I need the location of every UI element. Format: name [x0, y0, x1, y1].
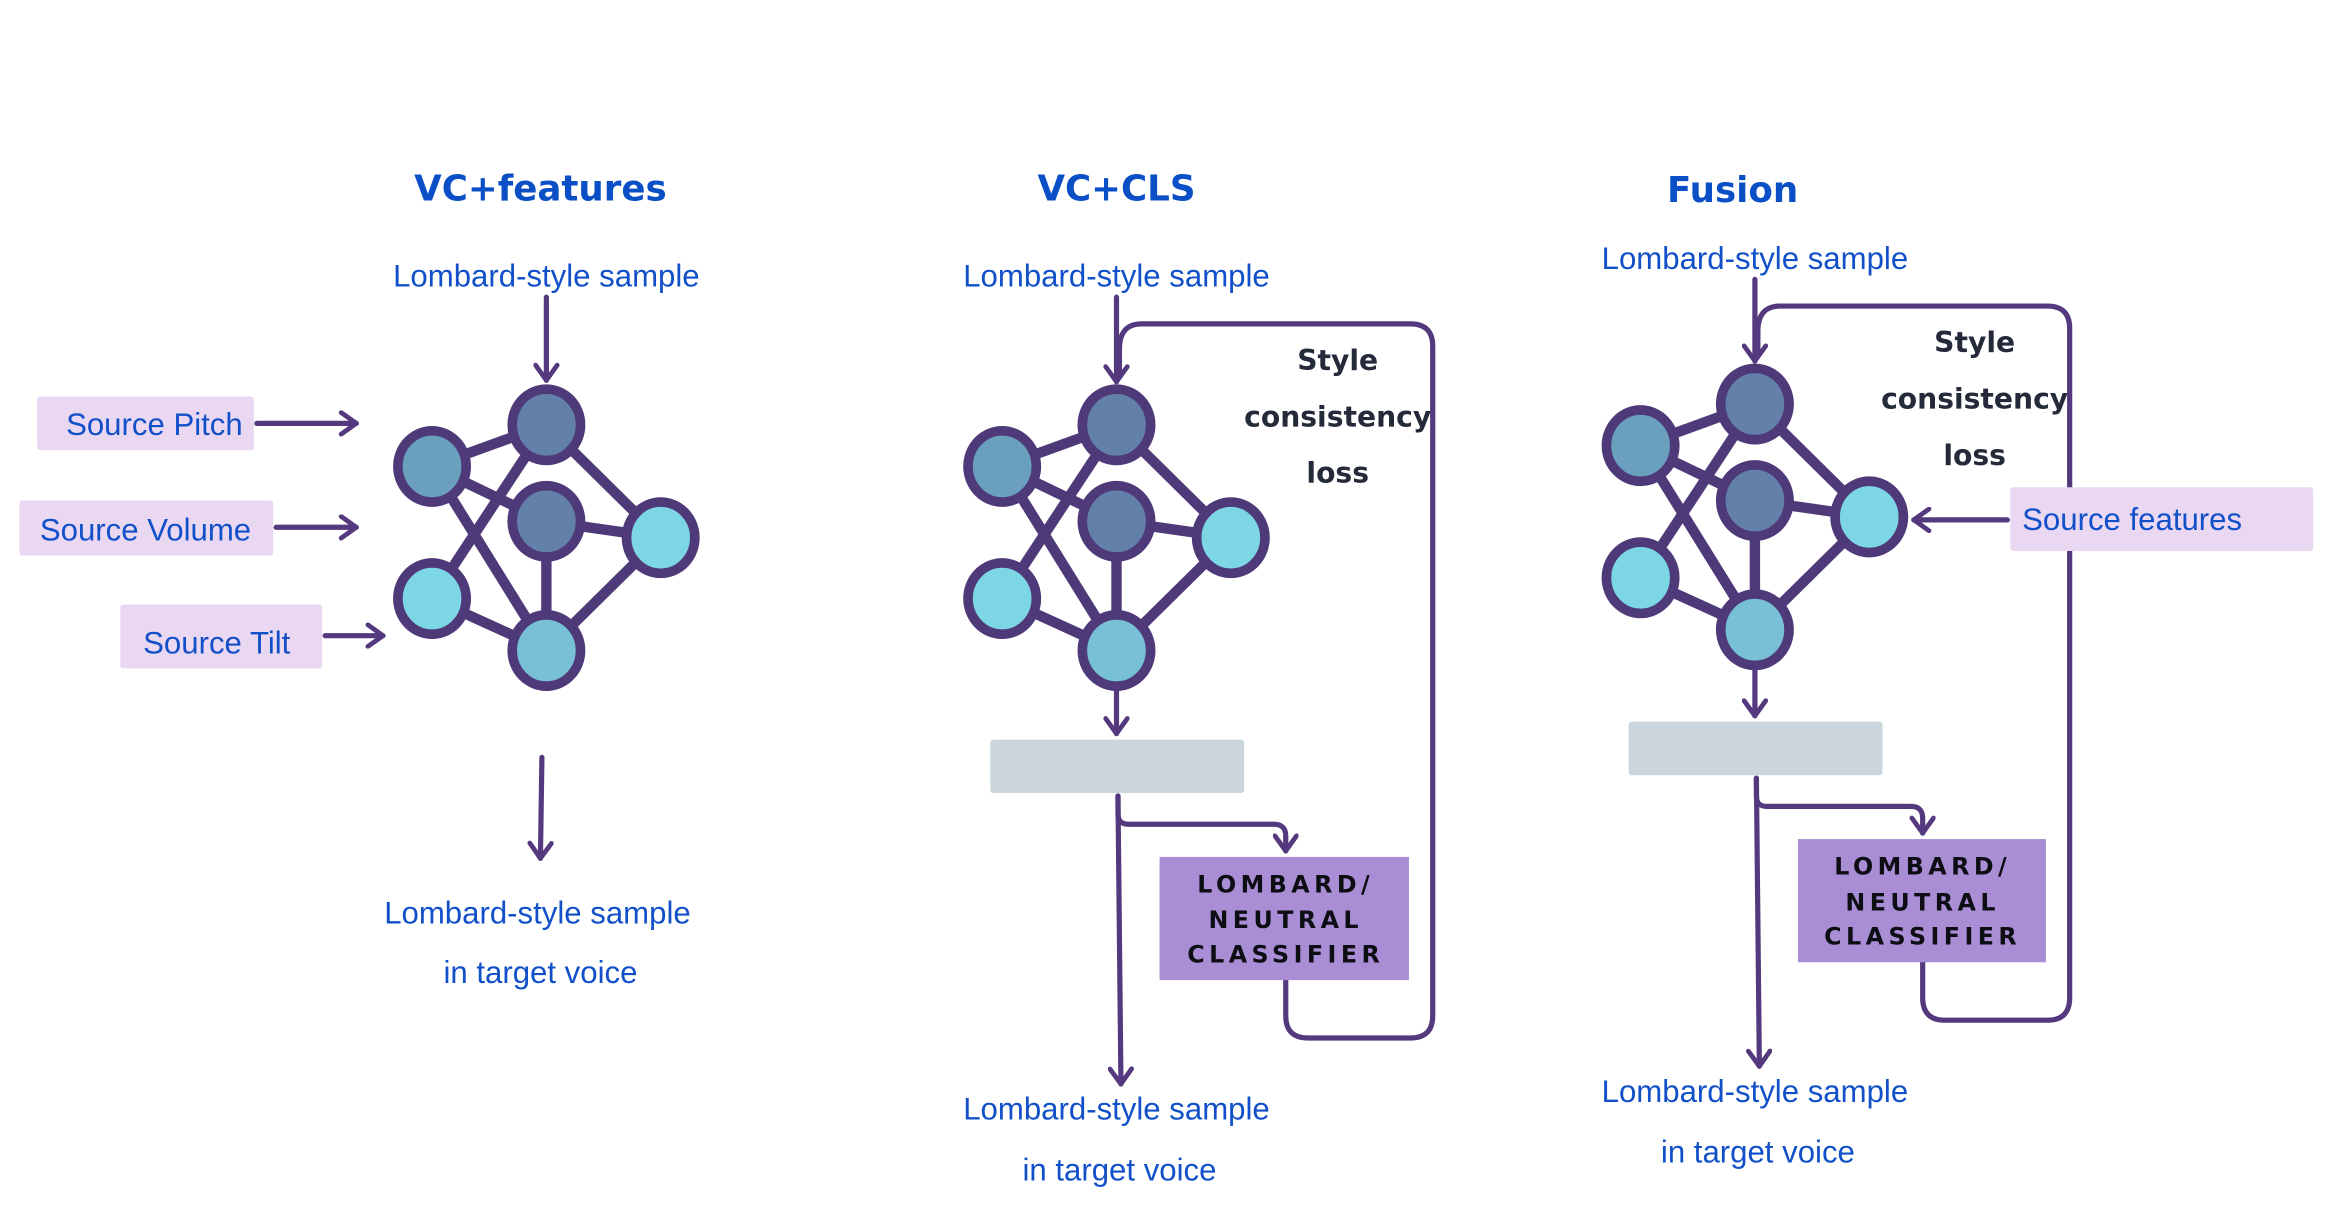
classifier-box: LOMBARD/ NEUTRAL CLASSIFIER: [1797, 839, 2046, 963]
network-node-bottom: [1077, 610, 1156, 691]
network-node-lower-left: [1601, 537, 1680, 619]
network-node-right: [1830, 476, 1909, 558]
output-label: in target voice: [1022, 1153, 1216, 1188]
classifier-label: NEUTRAL: [1208, 906, 1363, 934]
network-node-bottom: [1715, 589, 1794, 671]
panel-fusion: Fusion Lombard-style sample Style consis…: [1601, 170, 2314, 1170]
network-node-bottom: [507, 610, 586, 691]
to-classifier-arrow: [1115, 793, 1286, 854]
network-node-center: [1077, 480, 1156, 562]
input-label: Lombard-style sample: [1602, 241, 1908, 276]
feature-label: Source Volume: [40, 513, 251, 548]
network-node-center: [507, 480, 586, 562]
output-label: Lombard-style sample: [963, 1092, 1270, 1127]
feature-box: [37, 396, 254, 451]
feature-box: [120, 604, 323, 669]
neural-network-icon: [963, 384, 1270, 691]
network-node-lower-left: [393, 558, 472, 640]
loss-label: loss: [1306, 457, 1369, 490]
output-arrow: [540, 754, 541, 861]
style-consistency-loop: [1755, 303, 2073, 1023]
network-node-top: [1715, 363, 1794, 445]
classifier-label: NEUTRAL: [1845, 888, 2000, 916]
style-consistency-loop: [1116, 321, 1436, 1041]
feature-source-features: Source features: [2010, 487, 2314, 552]
neural-network-icon: [1601, 363, 1909, 671]
classifier-bg: [1797, 839, 2046, 963]
network-node-upper-left: [1601, 405, 1680, 487]
network-node-upper-left: [963, 425, 1042, 507]
panel-title: Fusion: [1667, 170, 1798, 211]
classifier-label: LOMBARD/: [1197, 871, 1374, 899]
feature-label: Source Tilt: [143, 625, 291, 660]
output-label: in target voice: [1661, 1135, 1855, 1170]
feature-label: Source features: [2022, 502, 2242, 537]
classifier-label: CLASSIFIER: [1824, 922, 2021, 950]
feature-source-volume: Source Volume: [19, 500, 274, 556]
input-label: Lombard-style sample: [393, 259, 700, 294]
feature-label: Source Pitch: [66, 407, 243, 442]
loss-label: consistency: [1244, 400, 1431, 433]
network-node-lower-left: [963, 558, 1042, 640]
loss-label: Style: [1934, 326, 2015, 359]
grey-block: [990, 739, 1245, 794]
panel-vc-cls: VC+CLS Lombard-style sample Style consis…: [963, 169, 1436, 1188]
classifier-label: LOMBARD/: [1834, 853, 2011, 881]
network-node-upper-left: [393, 425, 472, 507]
feature-box: [19, 500, 274, 556]
classifier-bg: [1159, 856, 1409, 981]
output-arrow: [1756, 775, 1759, 1069]
panel-title: VC+CLS: [1037, 169, 1195, 210]
classifier-box: LOMBARD/ NEUTRAL CLASSIFIER: [1159, 856, 1409, 981]
input-label: Lombard-style sample: [963, 259, 1270, 294]
feature-source-pitch: Source Pitch: [37, 396, 254, 451]
neural-network-icon: [393, 384, 700, 691]
network-node-top: [1077, 384, 1156, 466]
network-node-right: [621, 497, 700, 579]
output-arrow: [1118, 793, 1121, 1087]
to-classifier-arrow: [1753, 775, 1922, 836]
loss-label: loss: [1943, 439, 2006, 472]
output-label: Lombard-style sample: [384, 896, 691, 931]
network-node-right: [1191, 497, 1270, 579]
feature-box: [2010, 487, 2314, 552]
network-node-center: [1715, 460, 1794, 542]
panel-vc-features: VC+features Lombard-style sample Source …: [19, 169, 700, 990]
classifier-label: CLASSIFIER: [1187, 940, 1384, 968]
panel-title: VC+features: [414, 169, 667, 210]
output-label: Lombard-style sample: [1602, 1074, 1908, 1109]
loss-label: consistency: [1881, 383, 2068, 416]
output-label: in target voice: [443, 955, 637, 990]
loss-label: Style: [1297, 344, 1378, 377]
grey-block: [1628, 721, 1883, 776]
network-node-top: [507, 384, 586, 466]
feature-source-tilt: Source Tilt: [120, 604, 323, 669]
